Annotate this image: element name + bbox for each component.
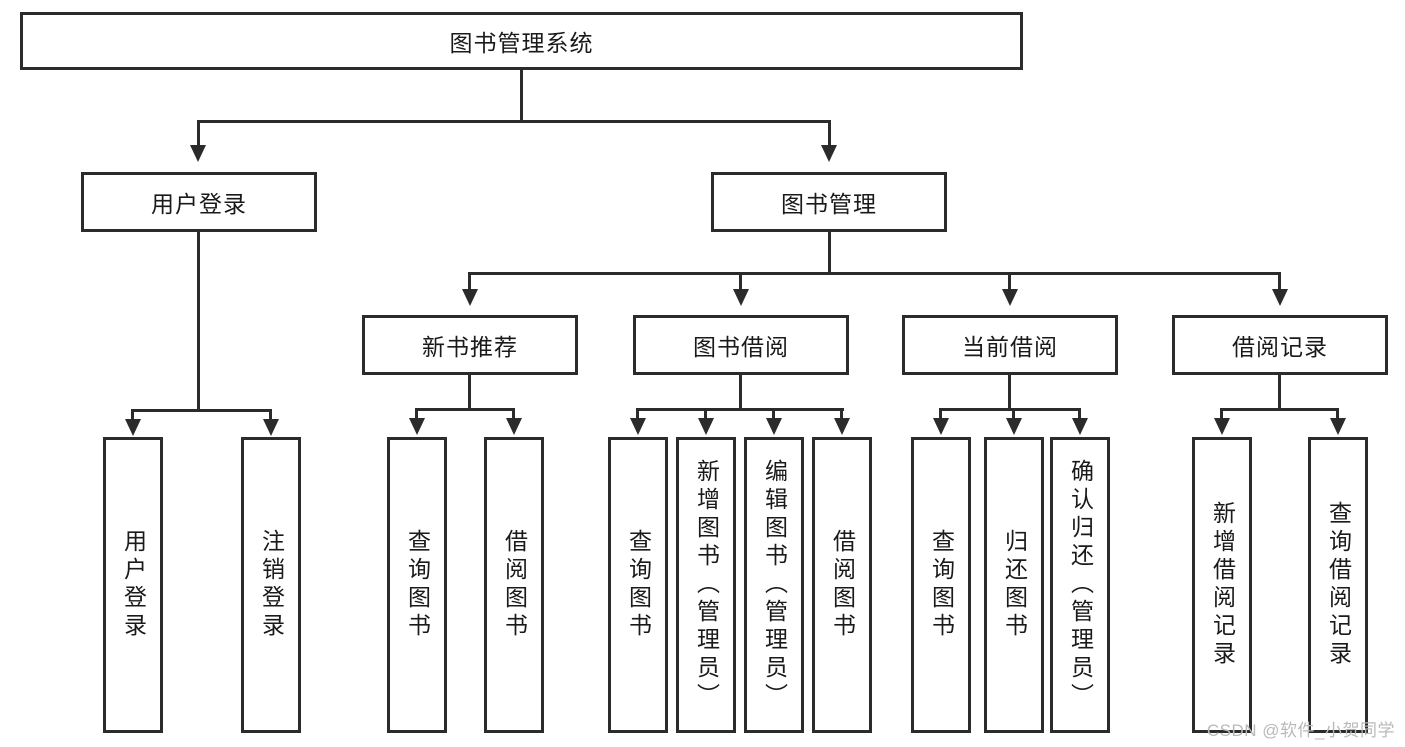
connector-book-management-bus xyxy=(468,272,1280,275)
arrowhead-user-login-leaf-2 xyxy=(263,419,279,436)
arrowhead-root-to-book-manage xyxy=(821,145,837,162)
node-label: 归还图书 xyxy=(1001,529,1028,641)
connector-root-stem xyxy=(520,70,523,122)
arrowhead-bm-current-borrow xyxy=(1002,289,1018,306)
arrowhead-new-books-leaf-1 xyxy=(409,418,425,435)
connector-new-books-bus xyxy=(415,408,515,411)
node-book-management[interactable]: 图书管理 xyxy=(711,172,947,232)
connector-book-management-stem xyxy=(828,232,831,274)
arrowhead-root-to-user-login xyxy=(190,145,206,162)
node-borrow-record[interactable]: 借阅记录 xyxy=(1172,315,1388,375)
node-label: 查询借阅记录 xyxy=(1325,501,1352,669)
leaf-borrow-book[interactable]: 借阅图书 xyxy=(812,437,872,733)
node-book-borrow[interactable]: 图书借阅 xyxy=(633,315,849,375)
arrowhead-book-borrow-leaf-4 xyxy=(834,418,850,435)
connector-user-login-stem xyxy=(197,232,200,412)
connector-root-to-user-login xyxy=(197,120,200,148)
node-label: 确认归还（管理员） xyxy=(1067,459,1094,711)
connector-borrow-record-leaf-1 xyxy=(1220,408,1223,420)
connector-new-books-stem xyxy=(468,375,471,411)
leaf-add-book-admin[interactable]: 新增图书（管理员） xyxy=(676,437,736,733)
leaf-add-borrow-record[interactable]: 新增借阅记录 xyxy=(1192,437,1252,733)
arrowhead-bm-book-borrow xyxy=(733,289,749,306)
node-current-borrow[interactable]: 当前借阅 xyxy=(902,315,1118,375)
connector-book-borrow-leaf-2 xyxy=(704,408,707,420)
node-label: 新增图书（管理员） xyxy=(693,459,720,711)
connector-book-borrow-leaf-1 xyxy=(636,408,639,420)
node-label: 注销登录 xyxy=(258,529,285,641)
arrowhead-current-borrow-leaf-3 xyxy=(1072,418,1088,435)
connector-user-login-bus xyxy=(131,409,271,412)
arrowhead-book-borrow-leaf-1 xyxy=(630,418,646,435)
node-label: 图书管理 xyxy=(781,191,877,217)
node-label: 借阅记录 xyxy=(1232,334,1328,360)
node-label: 借阅图书 xyxy=(829,529,856,641)
arrowhead-current-borrow-leaf-1 xyxy=(933,418,949,435)
node-label: 查询图书 xyxy=(625,529,652,641)
node-label: 新书推荐 xyxy=(422,334,518,360)
connector-new-books-leaf-1 xyxy=(415,408,418,420)
leaf-query-books-current[interactable]: 查询图书 xyxy=(911,437,971,733)
connector-book-borrow-leaf-4 xyxy=(840,408,843,420)
arrowhead-book-borrow-leaf-3 xyxy=(766,418,782,435)
connector-book-borrow-bus xyxy=(636,408,844,411)
connector-book-borrow-stem xyxy=(739,375,742,411)
node-label: 编辑图书（管理员） xyxy=(761,459,788,711)
arrowhead-bm-new-books xyxy=(462,289,478,306)
connector-bm-to-new-books xyxy=(468,272,471,292)
leaf-confirm-return-admin[interactable]: 确认归还（管理员） xyxy=(1050,437,1110,733)
leaf-query-borrow-record[interactable]: 查询借阅记录 xyxy=(1308,437,1368,733)
connector-bm-to-current-borrow xyxy=(1008,272,1011,292)
node-label: 查询图书 xyxy=(928,529,955,641)
connector-current-borrow-leaf-1 xyxy=(939,408,942,420)
node-label: 图书借阅 xyxy=(693,334,789,360)
connector-user-login-to-leaf-1 xyxy=(131,409,134,421)
arrowhead-bm-borrow-record xyxy=(1272,289,1288,306)
node-root-system[interactable]: 图书管理系统 xyxy=(20,12,1023,70)
connector-borrow-record-bus xyxy=(1220,408,1337,411)
connector-book-borrow-leaf-3 xyxy=(772,408,775,420)
node-label: 用户登录 xyxy=(151,191,247,217)
leaf-borrow-books-new[interactable]: 借阅图书 xyxy=(484,437,544,733)
node-label: 查询图书 xyxy=(404,529,431,641)
leaf-query-books-borrow[interactable]: 查询图书 xyxy=(608,437,668,733)
connector-borrow-record-stem xyxy=(1278,375,1281,411)
leaf-logout[interactable]: 注销登录 xyxy=(241,437,301,733)
node-label: 用户登录 xyxy=(120,529,147,641)
connector-bm-to-book-borrow xyxy=(739,272,742,292)
leaf-return-book[interactable]: 归还图书 xyxy=(984,437,1044,733)
connector-borrow-record-leaf-2 xyxy=(1336,408,1339,420)
node-label: 图书管理系统 xyxy=(449,30,594,56)
connector-current-borrow-leaf-2 xyxy=(1012,408,1015,420)
arrowhead-borrow-record-leaf-2 xyxy=(1330,418,1346,435)
connector-root-to-book-manage xyxy=(828,120,831,148)
arrowhead-new-books-leaf-2 xyxy=(506,418,522,435)
leaf-edit-book-admin[interactable]: 编辑图书（管理员） xyxy=(744,437,804,733)
node-label: 借阅图书 xyxy=(501,529,528,641)
arrowhead-borrow-record-leaf-1 xyxy=(1214,418,1230,435)
node-user-login[interactable]: 用户登录 xyxy=(81,172,317,232)
connector-new-books-leaf-2 xyxy=(512,408,515,420)
connector-root-bus xyxy=(197,120,831,123)
connector-current-borrow-bus xyxy=(939,408,1081,411)
node-new-book-recommend[interactable]: 新书推荐 xyxy=(362,315,578,375)
node-label: 当前借阅 xyxy=(962,334,1058,360)
arrowhead-book-borrow-leaf-2 xyxy=(698,418,714,435)
arrowhead-user-login-leaf-1 xyxy=(125,419,141,436)
watermark-text: CSDN @软件_小贺同学 xyxy=(1206,721,1395,740)
leaf-query-books-new[interactable]: 查询图书 xyxy=(387,437,447,733)
leaf-user-login[interactable]: 用户登录 xyxy=(103,437,163,733)
node-label: 新增借阅记录 xyxy=(1209,501,1236,669)
connector-bm-to-borrow-record xyxy=(1278,272,1281,292)
connector-user-login-to-leaf-2 xyxy=(269,409,272,421)
arrowhead-current-borrow-leaf-2 xyxy=(1006,418,1022,435)
connector-current-borrow-stem xyxy=(1008,375,1011,411)
connector-current-borrow-leaf-3 xyxy=(1078,408,1081,420)
